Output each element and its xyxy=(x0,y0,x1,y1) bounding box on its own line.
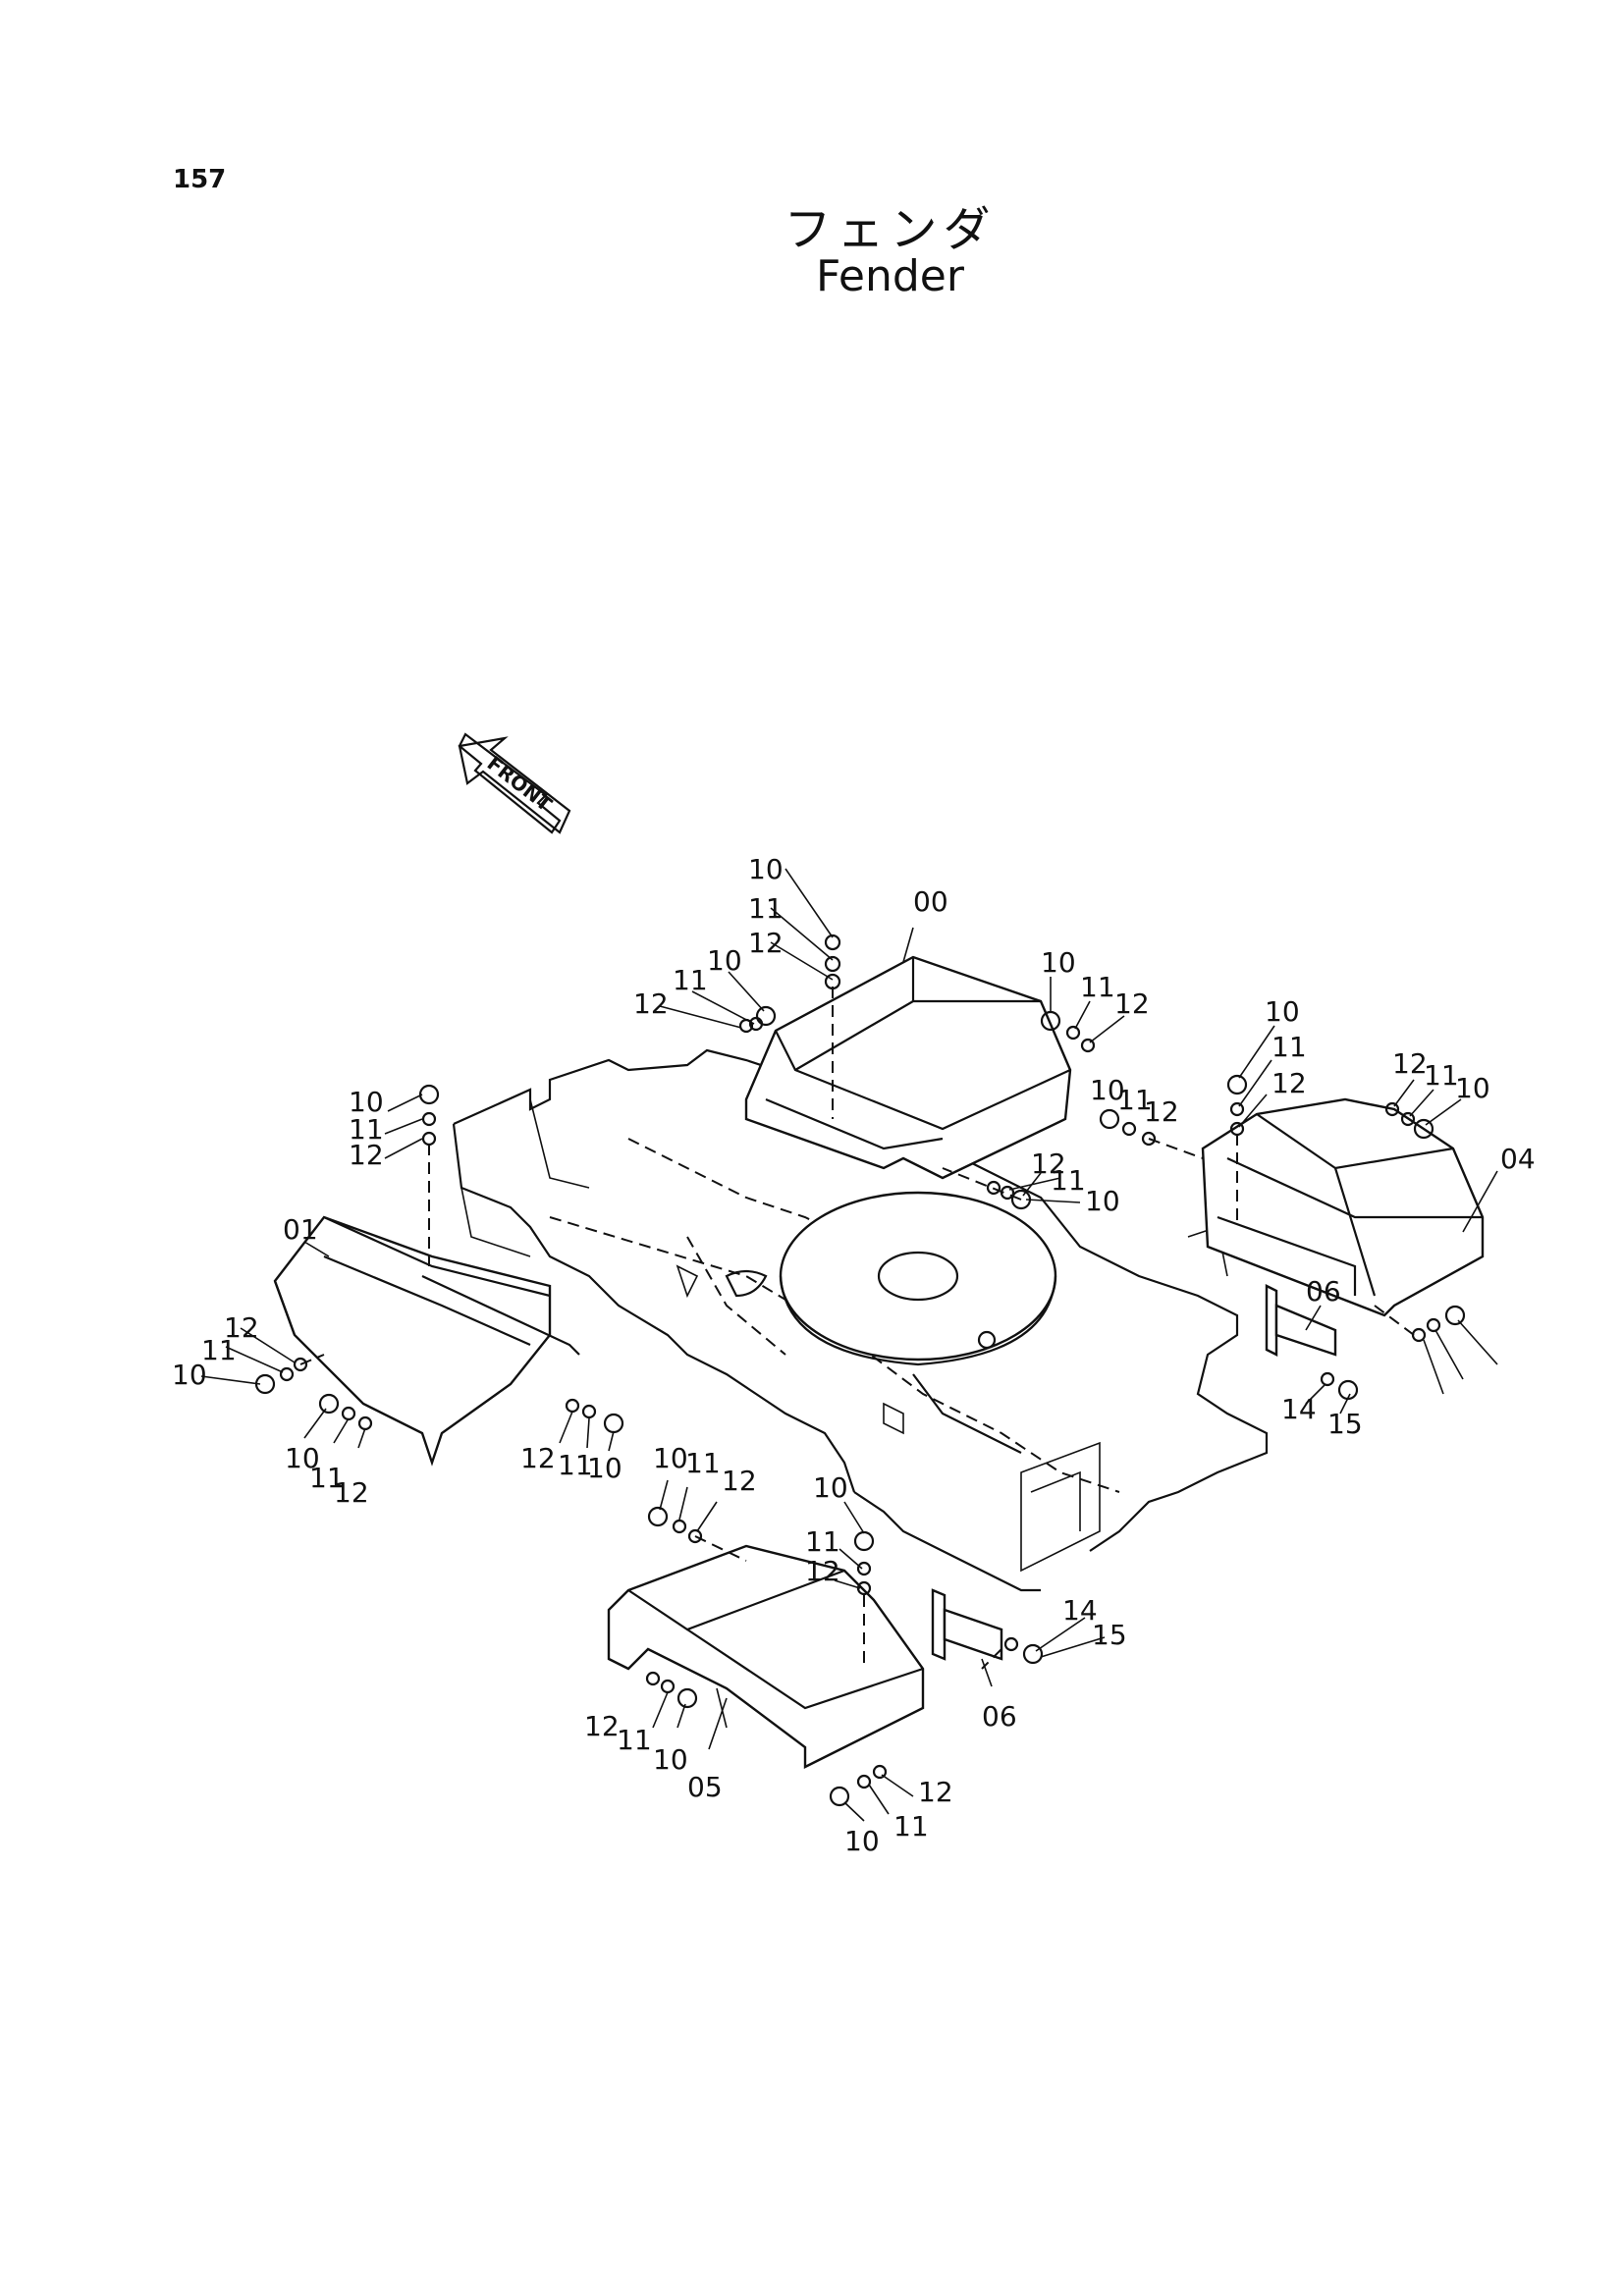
callout-10: 10 xyxy=(748,853,784,885)
fender-05 xyxy=(607,1544,925,1769)
callout-12: 12 xyxy=(805,1555,840,1587)
callout-10: 10 xyxy=(707,944,742,977)
callout-11: 11 xyxy=(673,964,708,996)
callout-10: 10 xyxy=(1455,1072,1490,1104)
callout-14: 14 xyxy=(1062,1594,1098,1627)
callout-12: 12 xyxy=(722,1465,757,1497)
bracket-06-lower xyxy=(931,1588,1003,1661)
callout-10: 10 xyxy=(285,1442,320,1474)
callout-04: 04 xyxy=(1500,1143,1536,1175)
callout-12: 12 xyxy=(748,927,784,959)
callout-10: 10 xyxy=(172,1359,207,1391)
revolving-frame xyxy=(452,1048,1269,1592)
callout-06: 06 xyxy=(1306,1275,1341,1308)
callout-labels: 00 01 04 05 06 06 10 11 12 10 11 12 10 1… xyxy=(172,853,1536,1857)
front-arrow-icon: FRONT xyxy=(458,732,571,834)
callout-10: 10 xyxy=(1265,995,1300,1028)
callout-11: 11 xyxy=(349,1113,384,1146)
callout-12: 12 xyxy=(224,1311,259,1344)
leader-lines xyxy=(200,868,1498,1822)
callout-12: 12 xyxy=(520,1442,556,1474)
callout-12: 12 xyxy=(1114,988,1150,1020)
callout-12: 12 xyxy=(633,988,669,1020)
callout-11: 11 xyxy=(805,1525,840,1558)
fender-01 xyxy=(273,1215,580,1467)
callout-11: 11 xyxy=(748,892,784,925)
callout-10: 10 xyxy=(1041,946,1076,979)
title-japanese: フェンダ xyxy=(784,202,997,257)
callout-00: 00 xyxy=(913,885,948,918)
callout-15: 15 xyxy=(1092,1619,1127,1651)
callout-05: 05 xyxy=(687,1771,723,1803)
callout-12: 12 xyxy=(349,1139,384,1171)
fender-04 xyxy=(1201,1097,1485,1317)
assembly-lines xyxy=(299,987,1415,1670)
callout-11: 11 xyxy=(685,1447,721,1479)
callout-11: 11 xyxy=(893,1810,929,1842)
page-number: 157 xyxy=(173,165,227,194)
callout-11: 11 xyxy=(1051,1164,1086,1197)
callout-10: 10 xyxy=(587,1452,622,1484)
callout-15: 15 xyxy=(1327,1408,1363,1440)
callout-10: 10 xyxy=(1085,1185,1120,1217)
callout-12: 12 xyxy=(1392,1047,1428,1080)
callout-12: 12 xyxy=(1271,1067,1307,1099)
title-english: Fender xyxy=(816,251,964,301)
callout-11: 11 xyxy=(617,1724,652,1756)
callout-11: 11 xyxy=(1271,1031,1307,1063)
callout-10: 10 xyxy=(1090,1074,1125,1106)
callout-11: 11 xyxy=(201,1334,237,1366)
callout-06: 06 xyxy=(982,1700,1017,1733)
callout-12: 12 xyxy=(1144,1095,1179,1128)
callout-11: 11 xyxy=(1080,971,1115,1003)
callout-11: 11 xyxy=(1424,1059,1459,1092)
callout-14: 14 xyxy=(1281,1393,1317,1425)
fender-00 xyxy=(744,955,1072,1180)
callout-10: 10 xyxy=(653,1442,688,1474)
callout-10: 10 xyxy=(653,1743,688,1776)
callout-11: 11 xyxy=(1117,1084,1153,1116)
callout-11: 11 xyxy=(558,1449,593,1481)
callout-12: 12 xyxy=(918,1776,953,1808)
callout-12: 12 xyxy=(334,1476,369,1509)
callout-10: 10 xyxy=(813,1471,848,1504)
callout-01: 01 xyxy=(283,1213,318,1246)
callout-12: 12 xyxy=(584,1710,620,1742)
callout-12: 12 xyxy=(1031,1148,1066,1180)
callout-10: 10 xyxy=(349,1086,384,1118)
callout-11: 11 xyxy=(309,1462,345,1494)
callout-10: 10 xyxy=(844,1825,880,1857)
